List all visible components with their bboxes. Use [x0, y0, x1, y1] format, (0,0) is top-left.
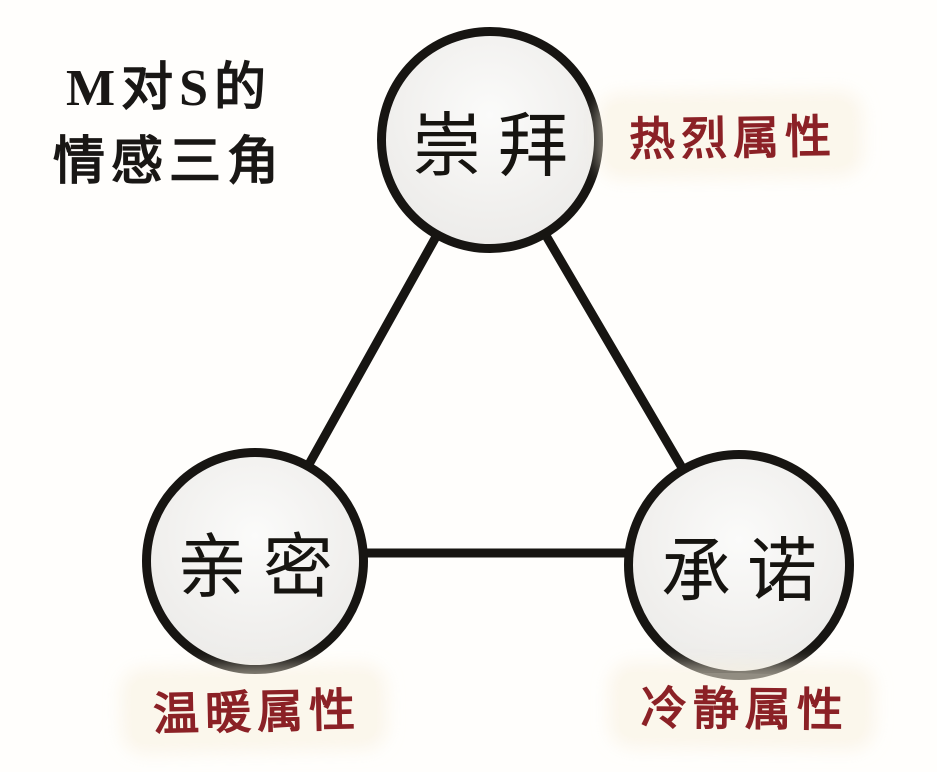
- node-admiration-label: 崇拜: [412, 108, 584, 186]
- node-intimacy-label: 亲密: [177, 529, 349, 607]
- node-commitment-label: 承诺: [661, 533, 833, 611]
- node-commitment: 承诺: [624, 450, 854, 680]
- title-line-2: 情感三角: [52, 134, 285, 191]
- diagram-title: M对S的 情感三角: [38, 52, 300, 200]
- title-line-1: M对S的: [65, 60, 272, 117]
- node-admiration: 崇拜: [377, 27, 603, 253]
- attribute-label-admiration: 热烈属性: [606, 100, 854, 170]
- attribute-label-intimacy: 温暖属性: [130, 673, 378, 745]
- attribute-label-commitment: 冷静属性: [618, 671, 866, 741]
- node-intimacy: 亲密: [142, 448, 368, 674]
